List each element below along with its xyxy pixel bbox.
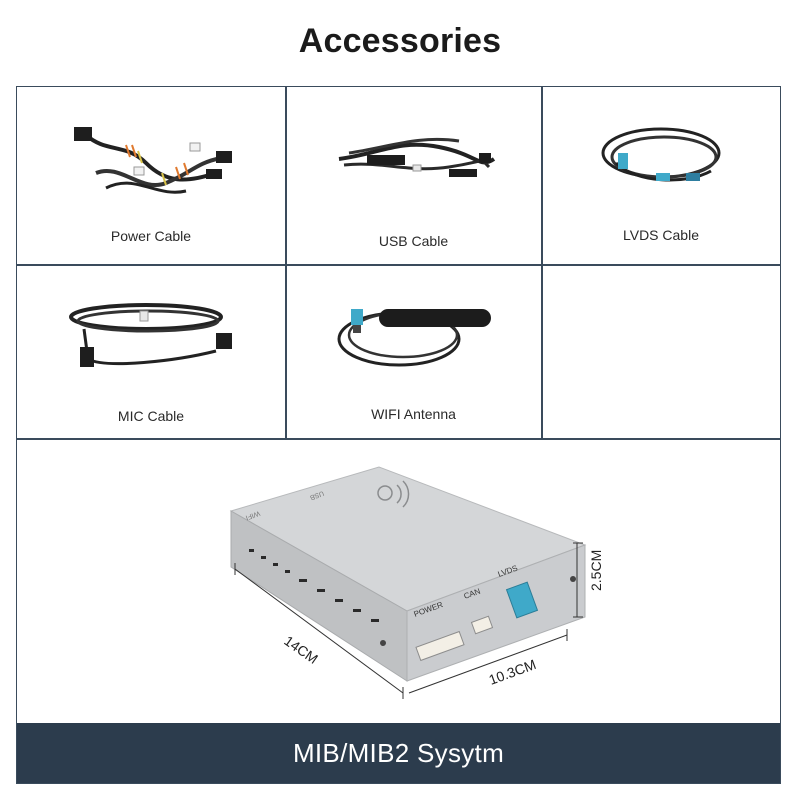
usb-cable-icon: [286, 129, 541, 189]
accessory-power-cable: Power Cable: [17, 87, 285, 264]
wifi-antenna-icon: [286, 295, 541, 375]
accessory-label: WIFI Antenna: [371, 406, 456, 422]
accessory-label: Power Cable: [110, 228, 192, 244]
grid-divider: [17, 264, 780, 266]
footer-title: MIB/MIB2 Sysytm: [292, 737, 505, 768]
empty-cell: [542, 265, 780, 438]
page-title: Accessories: [298, 22, 502, 60]
grid-divider: [541, 87, 543, 439]
accessory-lvds-cable: LVDS Cable: [542, 87, 780, 264]
dimension-length: 14CM: [281, 632, 321, 667]
footer-bar: MIB/MIB2 Sysytm: [17, 723, 780, 783]
grid-divider: [17, 438, 780, 440]
grid-divider: [285, 87, 287, 439]
accessory-label: LVDS Cable: [622, 227, 699, 243]
device-panel: POWER CAN LVDS WIFI USB 14CM 10.3CM 2.5C…: [17, 439, 780, 723]
power-cable-icon: [17, 123, 285, 203]
mic-cable-icon: [17, 299, 285, 379]
dimension-width: 10.3CM: [487, 656, 539, 688]
accessory-label: MIC Cable: [117, 408, 185, 424]
port-label-usb: USB: [308, 489, 324, 501]
accessory-wifi-antenna: WIFI Antenna: [286, 265, 541, 438]
dimension-height: 2.5CM: [588, 550, 604, 591]
device-illustration: POWER CAN LVDS WIFI USB 14CM 10.3CM 2.5C…: [229, 466, 604, 699]
port-label-wifi: WIFI: [244, 509, 260, 521]
accessory-label: USB Cable: [378, 233, 449, 249]
accessory-usb-cable: USB Cable: [286, 87, 541, 264]
accessory-mic-cable: MIC Cable: [17, 265, 285, 438]
lvds-cable-icon: [542, 123, 780, 193]
accessories-grid: Power Cable USB Cable: [16, 86, 781, 784]
